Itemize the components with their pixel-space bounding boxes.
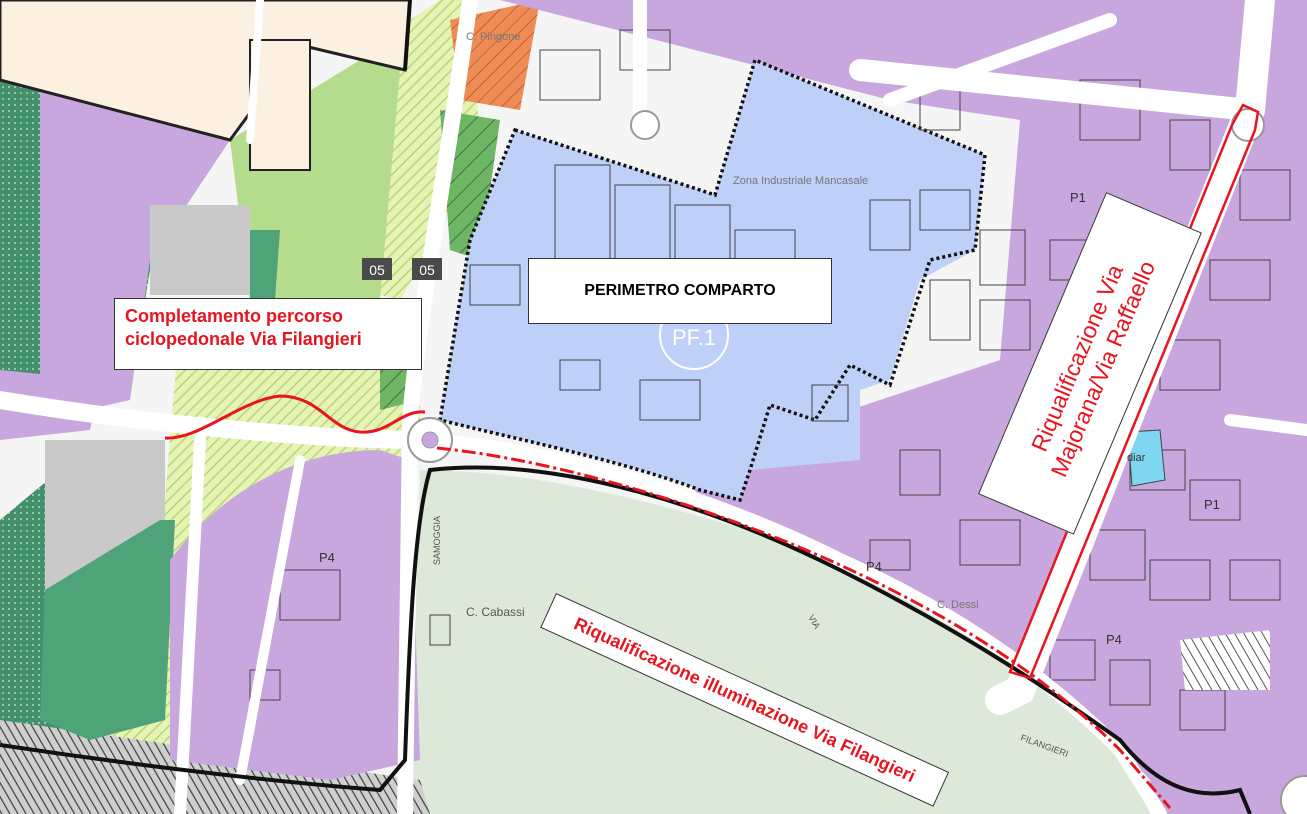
blue-pond	[1127, 429, 1166, 487]
compartment-perimeter[interactable]	[438, 57, 987, 503]
callout-percorso-line1: Completamento percorso	[125, 306, 344, 326]
zone-label-diar: diar	[1127, 452, 1146, 464]
callout-percorso-ciclopedonale: Completamento percorso ciclopedonale Via…	[114, 298, 422, 370]
zone-label-p1-upper: P1	[1070, 190, 1086, 205]
zone-code-box-a	[362, 258, 392, 280]
cul-de-sac	[630, 110, 660, 140]
zone-code-05-a: 05	[369, 262, 385, 278]
locality-c-pingone: C. Pingone	[466, 31, 520, 43]
road-label-samoggia: SAMOGGIA	[432, 516, 442, 565]
roundabout-bottom-right	[1280, 775, 1307, 814]
zone-code-box-b	[412, 258, 442, 280]
zone-label-p4-left: P4	[319, 550, 335, 565]
zone-label-p1-lower: P1	[1204, 497, 1220, 512]
gray-hatched-area	[0, 720, 430, 814]
lighting-upgrade-highlight[interactable]	[436, 446, 1172, 809]
hatched-plot-right	[1180, 630, 1270, 690]
boundary-segment-top	[403, 0, 412, 71]
dark-green-plot	[250, 230, 280, 300]
locality-zona-industriale: Zona Industriale Mancasale	[733, 175, 868, 187]
zone-label-p4-right: P4	[1106, 632, 1122, 647]
roundabout-left-island	[421, 431, 439, 449]
residential-block	[249, 39, 311, 171]
locality-c-dessi: C. Dessi	[937, 599, 979, 611]
industrial-zone-p4-left	[170, 450, 420, 780]
dark-green-lower	[40, 520, 175, 740]
cycle-path-highlight[interactable]	[164, 394, 426, 440]
agricultural-zone	[410, 470, 1150, 814]
callout-percorso-line2: ciclopedonale Via Filangieri	[125, 329, 362, 349]
zone-code-05-b: 05	[419, 262, 435, 278]
municipal-boundary	[0, 465, 1252, 814]
zone-label-p4-center: P4	[866, 559, 882, 574]
pf1-label: PF.1	[672, 325, 716, 350]
road-upgrade-highlight[interactable]	[1008, 103, 1260, 680]
locality-c-cabassi: C. Cabassi	[466, 605, 525, 619]
callout-perimetro-text: PERIMETRO COMPARTO	[584, 282, 776, 299]
callout-perimetro-comparto: PERIMETRO COMPARTO	[528, 258, 832, 324]
gray-plot-1	[150, 205, 250, 295]
